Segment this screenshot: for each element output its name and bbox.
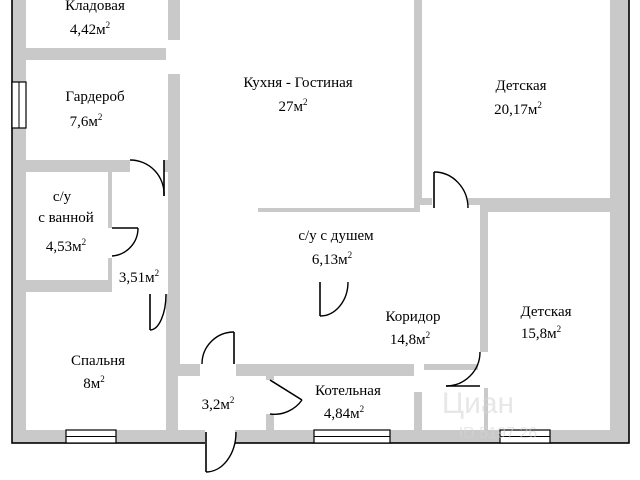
watermark-code: ID 5197 26 (459, 425, 537, 442)
opening-kids1 (432, 196, 468, 208)
label-corridor-area: 14,8м2 (390, 330, 430, 348)
label-shower-name: с/у с душем (298, 228, 374, 244)
room-floors (26, 0, 610, 430)
door-openings (106, 40, 492, 446)
opening-kids2 (478, 352, 492, 388)
label-wardrobe-name: Гардероб (65, 89, 125, 105)
label-storage-name: Кладовая (65, 0, 125, 14)
label-boiler-name: Котельная (315, 383, 381, 399)
floor-corridor-d (422, 370, 484, 430)
floor-boiler (274, 376, 414, 430)
label-bedroom-area: 8м2 (83, 374, 105, 392)
label-hall2-area: 3,2м2 (202, 395, 235, 413)
opening-wardrobe-kitchen (166, 40, 184, 74)
label-kids1-name: Детская (495, 78, 546, 94)
floor-storage (26, 0, 168, 48)
floor-shower (258, 212, 420, 282)
label-bath-name-1: с/у (53, 189, 72, 205)
label-shower-area: 6,13м2 (312, 250, 352, 268)
room-labels: Кладовая 4,42м2 Гардероб 7,6м2 Кухня - Г… (38, 0, 571, 422)
floor-corridor-a (180, 208, 258, 364)
label-wardrobe-area: 7,6м2 (70, 112, 103, 130)
label-bedroom-name: Спальня (71, 353, 125, 369)
label-kitchen-area: 27м2 (279, 97, 308, 115)
watermark: Циан ID 5197 26 (442, 387, 537, 442)
windows (11, 81, 551, 444)
opening-shower (318, 280, 348, 286)
label-corridor-name: Коридор (386, 309, 441, 325)
label-kids2-name: Детская (520, 304, 571, 320)
floor-bath (26, 172, 108, 280)
label-bath-area: 4,53м2 (46, 237, 86, 255)
floor-corridor-c (420, 205, 480, 364)
opening-entrance (205, 428, 235, 446)
label-kids1-area: 20,17м2 (494, 100, 542, 118)
opening-bath-hall (106, 228, 114, 258)
watermark-logo: Циан (442, 387, 514, 420)
opening-wardrobe-hall (130, 158, 164, 174)
opening-hall-bedroom (132, 290, 166, 296)
floor-bedroom (26, 292, 166, 430)
door-swings (111, 159, 481, 473)
label-boiler-area: 4,84м2 (324, 404, 364, 422)
floor-hall1 (112, 172, 168, 294)
floor-kids2 (488, 212, 610, 430)
opening-boiler (264, 380, 278, 414)
opening-corridor-d (414, 362, 424, 392)
opening-hall2 (200, 360, 236, 380)
label-hall1-area: 3,51м2 (119, 268, 159, 286)
floor-hall2 (178, 376, 266, 430)
floor-kitchen (180, 0, 414, 208)
label-kids2-area: 15,8м2 (521, 324, 561, 342)
label-storage-area: 4,42м2 (70, 20, 110, 38)
label-bath-name-2: с ванной (38, 210, 94, 226)
floor-wardrobe (26, 60, 168, 160)
label-kitchen-name: Кухня - Гостиная (243, 75, 352, 91)
floor-kids1 (422, 0, 610, 198)
